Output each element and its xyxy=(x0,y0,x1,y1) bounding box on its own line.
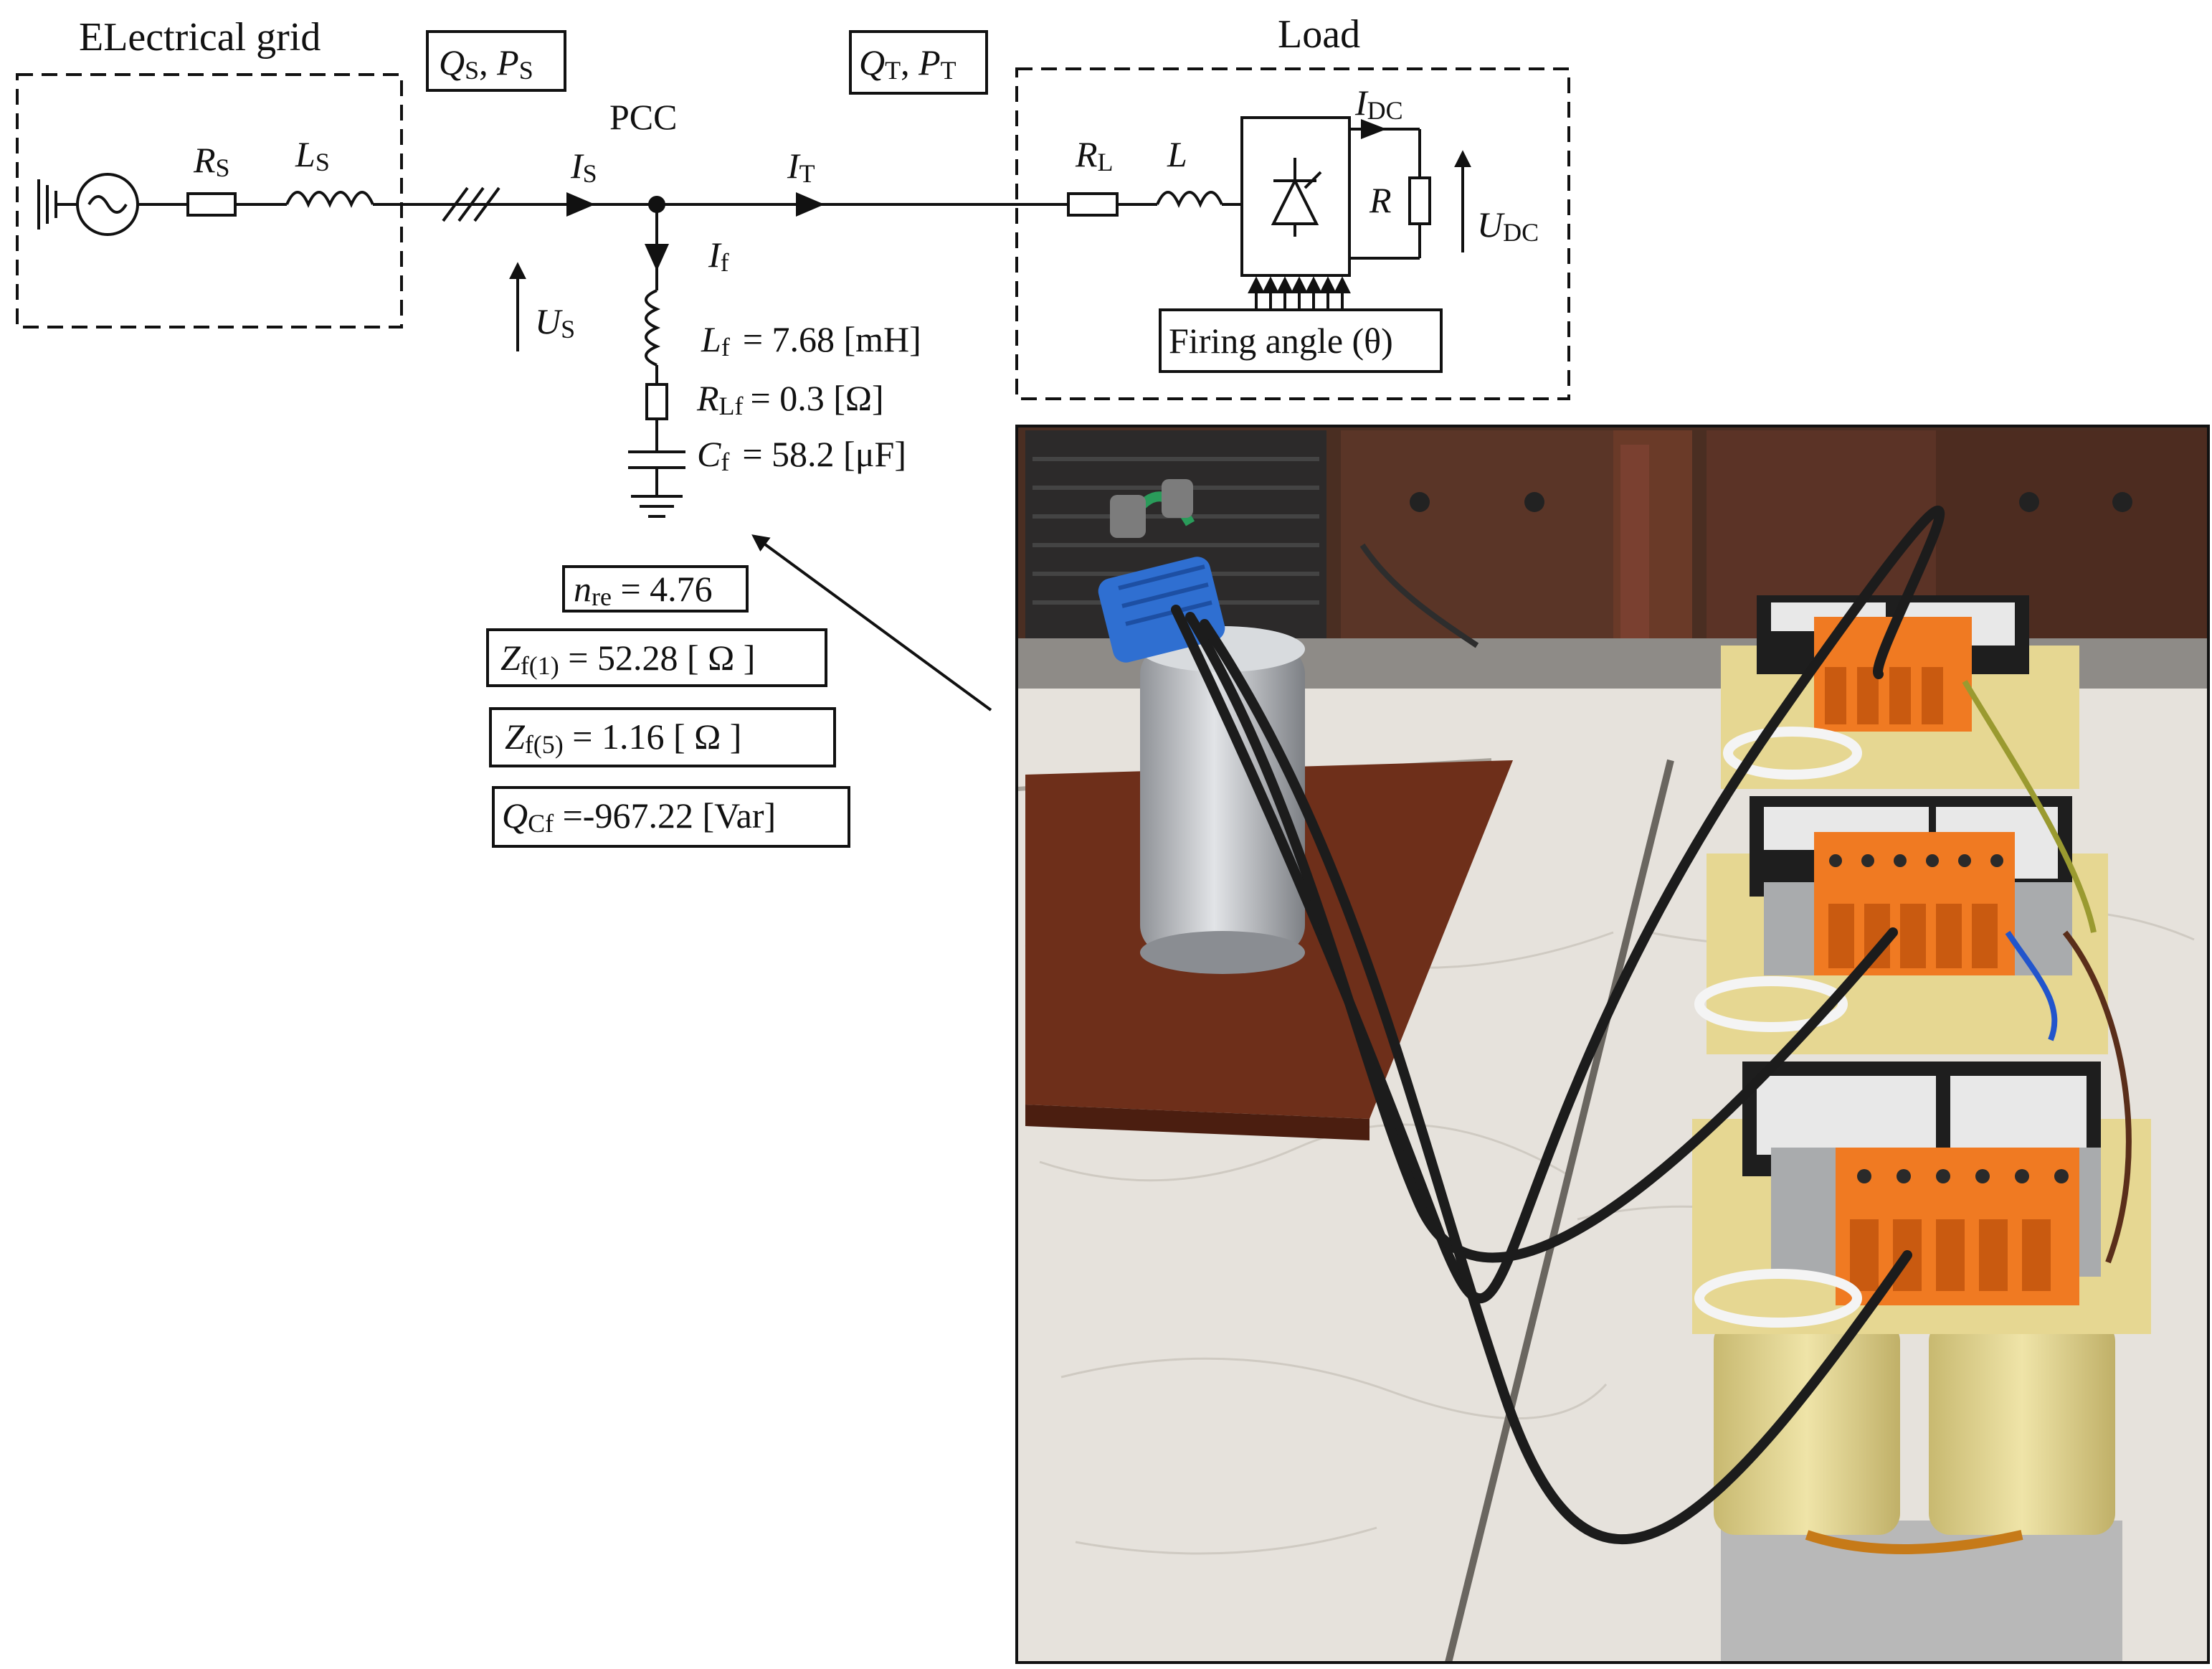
is-arrow-icon xyxy=(566,192,595,217)
l-label: L xyxy=(1167,134,1187,174)
it-arrow-icon xyxy=(796,192,825,217)
rl-label: RL xyxy=(1075,134,1114,176)
rectifier-box xyxy=(1240,116,1351,277)
nre-value: nre = 4.76 xyxy=(574,569,713,611)
resistor-rs xyxy=(186,192,237,217)
electrical-grid-box xyxy=(16,73,403,328)
rlf-value: RLf= 0.3 [Ω] xyxy=(696,378,884,420)
qs-ps-box xyxy=(426,30,566,92)
ls-label: LS xyxy=(295,134,330,176)
firing-arrows xyxy=(1248,276,1351,310)
ground-icon xyxy=(631,495,683,518)
zf1-value: Zf(1) = 52.28 [ Ω ] xyxy=(500,638,755,680)
is-label: IS xyxy=(570,146,597,188)
resistor-r xyxy=(1408,176,1431,225)
inductor-l xyxy=(1156,191,1223,208)
pointer-arrow xyxy=(751,534,992,711)
rs-label: RS xyxy=(193,140,230,182)
firing-angle-label: Firing angle (θ) xyxy=(1169,321,1393,361)
inductor-ls xyxy=(285,191,374,208)
lab-photo xyxy=(1015,425,2210,1664)
qt-pt-label: QT, PT xyxy=(859,42,957,85)
load-box xyxy=(1015,67,1570,400)
resistor-rl xyxy=(1067,192,1119,217)
zf5-value: Zf(5) = 1.16 [ Ω ] xyxy=(505,717,741,759)
inductor-lf xyxy=(645,289,661,367)
qs-ps-label: QS, PS xyxy=(439,42,533,85)
photo-frame xyxy=(1015,425,2210,1664)
if-label: If xyxy=(708,235,729,277)
udc-label: UDC xyxy=(1477,204,1539,247)
qt-pt-box xyxy=(849,30,988,95)
cf-value: Cf= 58.2 [μF] xyxy=(697,434,906,476)
idc-label: IDC xyxy=(1354,82,1403,125)
us-label: US xyxy=(535,301,575,344)
r-label: R xyxy=(1369,180,1392,220)
if-arrow-icon xyxy=(645,244,669,271)
firing-angle-box xyxy=(1159,308,1443,373)
load-label: Load xyxy=(1278,12,1360,57)
pcc-label: PCC xyxy=(609,97,678,137)
it-label: IT xyxy=(787,146,815,188)
idc-arrow-icon xyxy=(1361,119,1387,139)
three-phase-marker xyxy=(442,186,500,222)
qcf-value: QCf =-967.22 [Var] xyxy=(502,795,776,838)
resistor-rlf xyxy=(645,383,668,420)
lf-value: Lf= 7.68 [mH] xyxy=(701,319,921,361)
circuit-diagram: ELectrical grid RS LS QS, PS IS xyxy=(16,12,1570,848)
ac-source-icon xyxy=(37,173,139,236)
electrical-grid-label: ELectrical grid xyxy=(79,15,321,60)
thyristor-icon xyxy=(1271,158,1322,237)
